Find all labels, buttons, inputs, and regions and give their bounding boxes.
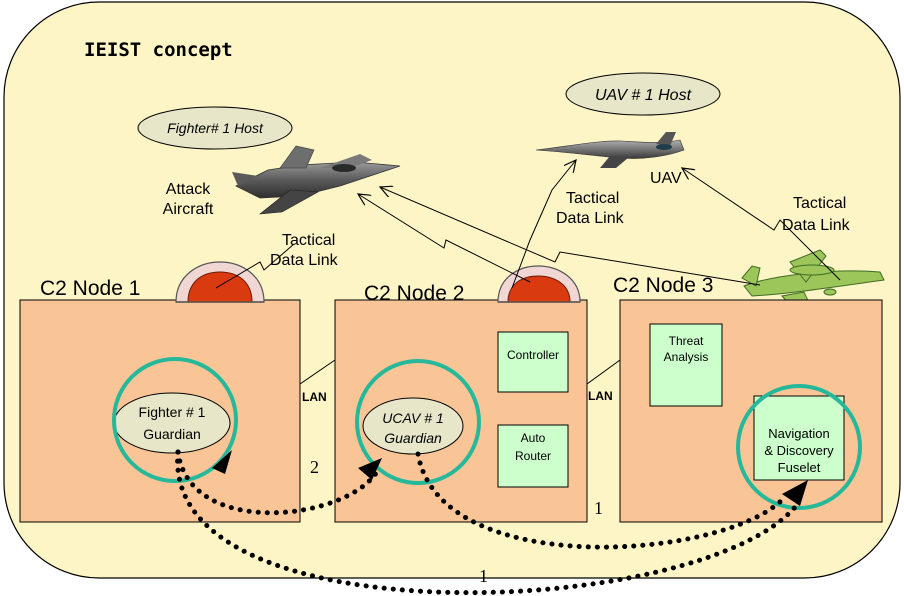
lan-1-label: LAN — [302, 390, 327, 404]
tactical-data-link-3-label-line1: Tactical — [793, 195, 846, 212]
tactical-data-link-1-label-line2: Data Link — [270, 252, 339, 269]
fighter-guardian-ellipse — [113, 392, 231, 454]
tactical-data-link-2-label-line2: Data Link — [556, 210, 625, 227]
ucav-guardian-label-line1: UCAV # 1 — [382, 410, 443, 426]
fighter-host-label: Fighter# 1 Host — [167, 120, 264, 136]
c2-node-3-label: C2 Node 3 — [613, 274, 713, 297]
path-2-fighter-to-ucav — [175, 449, 381, 516]
tactical-data-link-1-label-line1: Tactical — [282, 232, 335, 249]
attack-aircraft-label-line2: Aircraft — [163, 201, 214, 218]
path-label-1-bottom: 1 — [479, 566, 488, 586]
lan-2-line — [586, 359, 621, 385]
tactical-data-link-1-line — [215, 243, 295, 289]
threat-analysis-box — [649, 323, 723, 407]
c2-node-2-label: C2 Node 2 — [364, 282, 464, 305]
navigation-fuselet-label-line2: & Discovery — [764, 443, 834, 458]
ucav-guardian-ellipse — [362, 397, 464, 455]
c2-node-1-label: C2 Node 1 — [40, 277, 140, 300]
controller-label: Controller — [507, 348, 559, 362]
tactical-data-link-2-label-line1: Tactical — [566, 190, 619, 207]
fighter-guardian-label-line2: Guardian — [143, 426, 201, 442]
fighter-guardian-label-line1: Fighter # 1 — [139, 404, 206, 420]
diagram-title: IEIST concept — [84, 39, 233, 61]
c2-node-3-to-fighter-link — [380, 187, 761, 286]
ucav-guardian-label-line2: Guardian — [384, 430, 442, 446]
tactical-data-link-3-label-line2: Data Link — [782, 217, 851, 234]
path-label-2: 2 — [310, 457, 319, 477]
lan-2-label: LAN — [588, 389, 613, 403]
navigation-fuselet-highlight-circle — [736, 384, 862, 510]
navigation-fuselet-label-line1: Navigation — [768, 426, 829, 441]
auto-router-label-line1: Auto — [521, 431, 546, 445]
auto-router-label-line2: Router — [515, 449, 551, 463]
auto-router-box — [497, 424, 569, 488]
threat-analysis-label-line2: Analysis — [664, 350, 709, 364]
path-arrowhead-nav — [782, 480, 808, 506]
uav-host-label: UAV # 1 Host — [595, 87, 692, 104]
threat-analysis-label-line1: Threat — [669, 334, 704, 348]
path-label-1-right: 1 — [594, 498, 603, 518]
fighter-jet-icon — [232, 145, 401, 215]
path-arrowhead-ucav — [358, 458, 382, 480]
navigation-fuselet-box — [753, 395, 845, 481]
radome-1-icon — [175, 261, 265, 303]
lan-1-line — [299, 359, 336, 385]
ucav-guardian-highlight-circle — [355, 359, 481, 485]
c2-node-2-to-fighter-link — [358, 194, 531, 283]
tactical-data-link-2-line — [511, 160, 576, 289]
uav-icon — [535, 132, 685, 168]
uav-label: UAV — [650, 170, 682, 187]
uav-host-ellipse — [565, 72, 721, 116]
navigation-fuselet-label-line3: Fuselet — [778, 460, 821, 475]
path-arrowhead-fighter — [212, 450, 232, 474]
fighter-host-ellipse — [137, 106, 293, 150]
tactical-data-link-3-line — [682, 168, 841, 281]
attack-aircraft-label-line1: Attack — [166, 181, 211, 198]
fighter-guardian-highlight-circle — [112, 357, 238, 483]
controller-box — [497, 331, 569, 393]
radome-2-icon — [497, 265, 581, 303]
